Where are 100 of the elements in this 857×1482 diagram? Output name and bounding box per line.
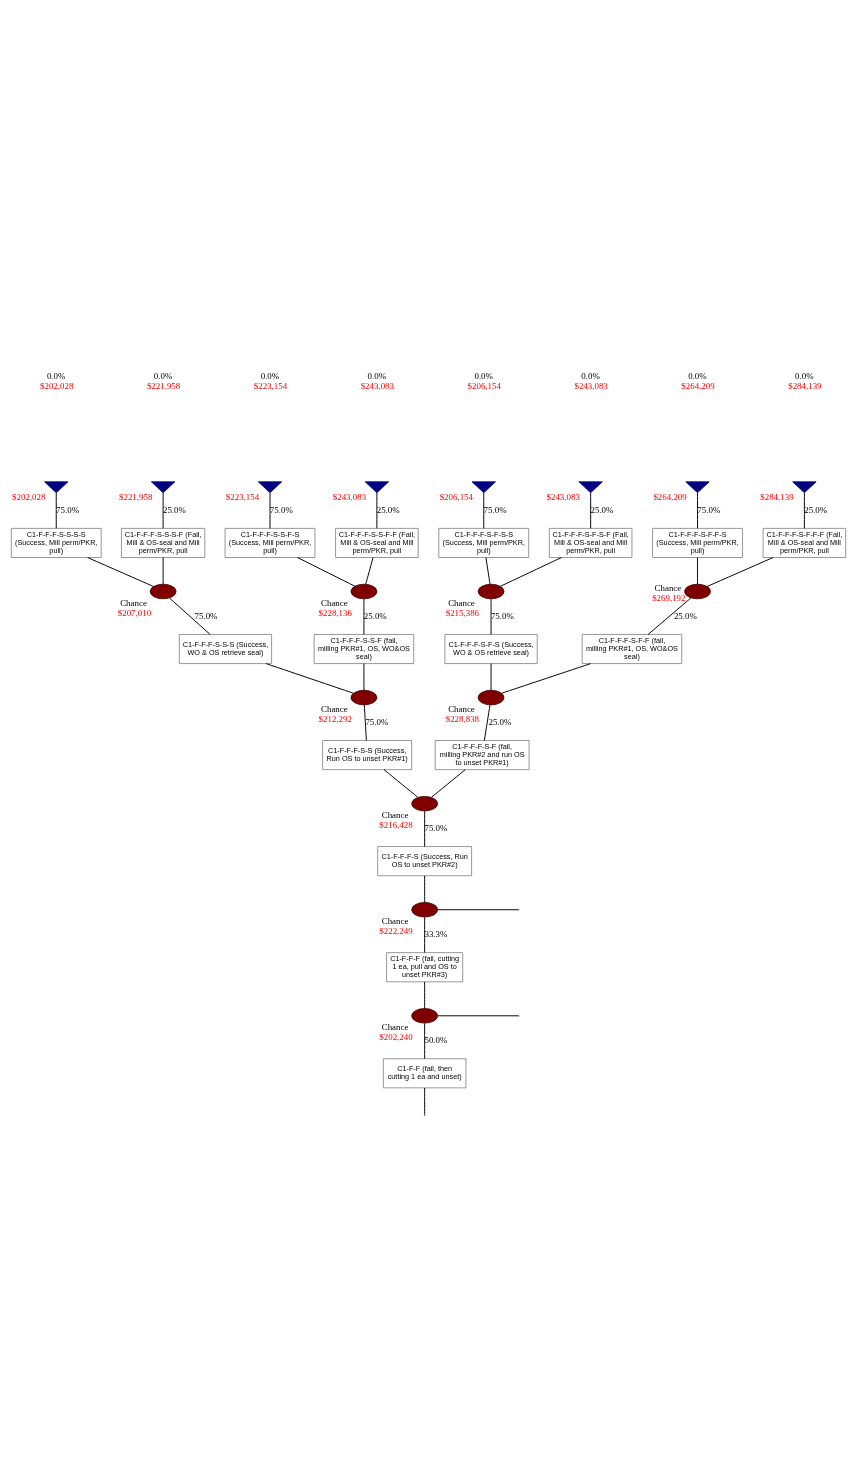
connector <box>55 492 57 529</box>
edge-label: 25.0% <box>376 504 400 515</box>
node-label: $207,010 <box>117 607 152 618</box>
node-label: Chance <box>381 809 409 820</box>
node-circle <box>477 583 505 599</box>
node-label: $212,292 <box>318 713 352 724</box>
node-box: C1-F-F-F-S-F-F (fail, milling PKR#1, OS, WO&OS seal) <box>581 633 683 664</box>
node-label: $223,154 <box>225 491 260 502</box>
edge-label: 75.0% <box>194 610 218 621</box>
edge-label: 75.0% <box>269 504 293 515</box>
edge-label: 75.0% <box>490 610 514 621</box>
connector <box>437 1014 519 1016</box>
connector <box>697 556 698 585</box>
label: 0.0% <box>474 370 493 381</box>
edge-label: 25.0% <box>590 504 614 515</box>
edge-label: 50.0% <box>424 1034 448 1045</box>
node-label: $228,838 <box>445 713 480 724</box>
connector <box>431 768 466 798</box>
connector <box>706 556 774 587</box>
label: 0.0% <box>795 370 814 381</box>
edge-label: 25.0% <box>162 504 186 515</box>
node-label: $206,154 <box>439 491 473 502</box>
node-label: Chance <box>448 597 475 608</box>
node-circle <box>684 583 711 599</box>
node-box: C1-F-F-F-S-F (fail, milling PKR#2 and run OS to unset PKR#1) <box>434 739 530 770</box>
label: $264,209 <box>681 380 715 391</box>
node-circle <box>350 583 378 599</box>
node-label: $216,428 <box>379 819 413 830</box>
node-label: $221,958 <box>118 491 153 502</box>
connector <box>424 1022 426 1059</box>
connector <box>437 908 519 910</box>
node-triangle <box>364 480 390 493</box>
node-box: C1-F-F-F-S (Success, Run OS to unset PKR#2) <box>377 845 473 876</box>
connector <box>490 662 492 691</box>
edge-label: 75.0% <box>424 822 448 833</box>
node-triangle <box>578 480 603 493</box>
node-triangle <box>44 480 69 493</box>
connector <box>803 492 805 529</box>
connector <box>363 662 365 691</box>
connector <box>424 874 426 903</box>
label: 0.0% <box>46 370 66 381</box>
label: $206,154 <box>467 380 501 391</box>
node-circle <box>350 689 378 705</box>
node-triangle <box>685 480 710 493</box>
node-triangle <box>471 480 496 493</box>
node-circle <box>411 1007 438 1023</box>
connector <box>697 492 698 529</box>
connector <box>169 597 211 635</box>
edge-label: 25.0% <box>363 610 387 621</box>
node-triangle <box>150 480 176 493</box>
connector <box>363 704 367 741</box>
label: $284,139 <box>788 380 822 391</box>
label: $243,083 <box>360 380 395 391</box>
label: $243,083 <box>574 380 608 391</box>
node-label: $215,386 <box>445 607 480 618</box>
node-label: $284,139 <box>760 491 794 502</box>
node-circle <box>149 583 177 599</box>
node-box: C1-F-F (fail, then cutting 1 ea and unset) <box>382 1057 467 1088</box>
label: 0.0% <box>260 370 280 381</box>
node-box: C1-F-F-F-S-F-S-F (Fail, Mill & OS-seal and Mill perm/PKR, pull <box>548 527 633 558</box>
node-label: Chance <box>448 703 475 714</box>
edge-label: 25.0% <box>488 716 512 727</box>
connector <box>485 556 491 585</box>
label: 0.0% <box>688 370 707 381</box>
connector <box>424 810 426 847</box>
connector <box>365 556 374 585</box>
node-label: Chance <box>381 915 409 926</box>
node-box: C1-F-F-F (fail, cutting 1 ea, pull and OS to unset PKR#3) <box>386 951 464 982</box>
node-box: C1-F-F-F-S-F-F-F (Fail, Mill & OS-seal and Mill perm/PKR, pull <box>762 527 847 558</box>
node-box: C1-F-F-F-S-F-S-S (Success, Mill perm/PKR, pull) <box>438 527 530 558</box>
connector <box>501 662 591 694</box>
connector <box>162 556 164 585</box>
node-label: $243,083 <box>546 491 580 502</box>
node-label: $243,083 <box>332 491 367 502</box>
edge-label: 75.0% <box>365 716 389 727</box>
edge-label: 75.0% <box>483 504 507 515</box>
node-label: $228,136 <box>318 607 352 618</box>
node-box: C1-F-F-F-S-S-S-F (Fail, Mill & OS-seal and Mill perm/PKR, pull <box>121 527 206 558</box>
connector <box>483 492 485 529</box>
node-box: C1-F-F-F-S-S-F-F (Fail, Mill & OS-seal and Mill perm/PKR, pull <box>335 527 419 558</box>
label: $221,958 <box>146 380 181 391</box>
connector <box>499 556 562 587</box>
node-box: C1-F-F-F-S-S (Success, Run OS to unset PKR#1) <box>322 739 413 770</box>
node-circle <box>477 689 505 705</box>
node-circle <box>411 795 438 811</box>
label: $223,154 <box>253 380 288 391</box>
connector <box>590 492 592 529</box>
connector <box>647 596 692 635</box>
label: $202,028 <box>40 380 74 391</box>
node-label: $264,209 <box>653 491 687 502</box>
node-label: $269,192 <box>652 592 686 603</box>
node-label: Chance <box>381 1021 409 1032</box>
edge-label: 33.3% <box>424 928 448 939</box>
node-box: C1-F-F-F-S-S-F-S (Success, Mill perm/PKR, pull) <box>224 527 316 558</box>
connector <box>424 1087 426 1115</box>
node-triangle <box>792 480 817 493</box>
label: 0.0% <box>367 370 387 381</box>
connector <box>424 980 426 1009</box>
node-box: C1-F-F-F-S-S-F (fail, milling PKR#1, OS, WO&OS seal) <box>313 633 415 664</box>
node-label: Chance <box>321 597 348 608</box>
